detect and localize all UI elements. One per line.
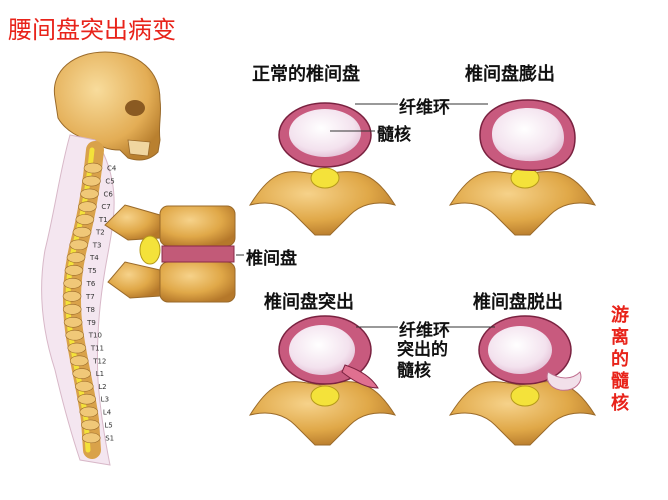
panel-disc-bulge — [448, 99, 597, 236]
vertebra-label: L5 — [104, 421, 112, 429]
panel-title-bulge: 椎间盘膨出 — [465, 64, 555, 85]
vertebra-segment — [82, 175, 101, 187]
vertebra-segment — [62, 304, 82, 315]
vertebra-label: L3 — [101, 396, 109, 404]
panel-disc-protrusion — [248, 315, 397, 446]
vertebra-label: C4 — [107, 165, 117, 173]
vertebra-segment — [69, 239, 89, 251]
panel-title-normal: 正常的椎间盘 — [252, 64, 360, 85]
vertebra-label: L2 — [98, 383, 106, 391]
vertebra-segment — [77, 393, 96, 405]
leader-lines — [236, 103, 495, 328]
vertebra-segment — [81, 432, 101, 444]
vertebra-segment — [62, 290, 82, 302]
vertebra-segment — [74, 381, 94, 392]
magnified-vertebrae — [104, 204, 236, 303]
eye-socket — [125, 100, 145, 116]
vertebra-label: C7 — [101, 203, 110, 211]
vertebra-label: T6 — [86, 280, 96, 288]
vertebra-label: L4 — [103, 408, 112, 416]
vertebra-label: T4 — [89, 254, 99, 262]
vertebra-segment — [63, 278, 82, 289]
disc-slice — [161, 245, 235, 263]
vertebra-label: C6 — [104, 190, 114, 198]
vertebra-label: T12 — [92, 357, 106, 365]
vertebra-label: T5 — [87, 267, 97, 275]
vertebra-segment — [72, 368, 92, 379]
vertebra-segment — [78, 201, 97, 213]
vertebra-label: S1 — [105, 434, 114, 442]
vertebra-label: C5 — [105, 178, 114, 186]
vertebra-segment — [81, 419, 100, 431]
vertebra-label: L1 — [96, 370, 104, 378]
vertebra-label: T3 — [92, 241, 102, 249]
vertebra-segment — [67, 342, 87, 354]
panel-title-prolapse: 椎间盘脱出 — [473, 292, 563, 313]
vertebra-segment — [63, 316, 83, 328]
diagram-title: 腰间盘突出病变 — [8, 16, 176, 44]
vertebra-label: T9 — [86, 319, 96, 327]
vertebra-label: T7 — [85, 293, 95, 301]
jaw — [127, 139, 151, 157]
vertebra-segment — [83, 162, 103, 174]
vertebra-segment — [72, 226, 92, 238]
skeleton-figure: C4C5C6C7T1T2T3T4T5T6T7T8T9T10T11T12L1L2L… — [41, 51, 162, 466]
label-nucleus: 髓核 — [377, 125, 411, 145]
vertebra-segment — [65, 329, 85, 341]
label-free-nucleus: 游离的髓核 — [611, 305, 629, 414]
vertebra-segment — [75, 214, 95, 225]
label-annulus-2: 纤维环 — [399, 321, 450, 341]
vertebra-segment — [69, 355, 89, 367]
vertebra-segment — [66, 252, 86, 263]
panel-disc-prolapse — [448, 315, 597, 446]
vertebra-label: T2 — [95, 229, 105, 237]
vertebra-segments: C4C5C6C7T1T2T3T4T5T6T7T8T9T10T11T12L1L2L… — [62, 162, 117, 444]
vertebra-label: T1 — [98, 216, 108, 224]
vertebra-segment — [64, 265, 84, 276]
panel-title-protrusion: 椎间盘突出 — [264, 292, 354, 313]
vertebra-label: T11 — [90, 345, 104, 353]
label-disc: 椎间盘 — [246, 249, 297, 269]
panel-normal-disc — [248, 102, 397, 236]
vertebra-label: T10 — [88, 332, 102, 340]
vertebra-segment — [80, 188, 99, 200]
vertebra-segment — [79, 406, 99, 418]
label-annulus: 纤维环 — [399, 98, 450, 118]
label-protruded-nucleus: 突出的髓核 — [397, 340, 448, 381]
vertebra-label: T8 — [85, 306, 95, 314]
